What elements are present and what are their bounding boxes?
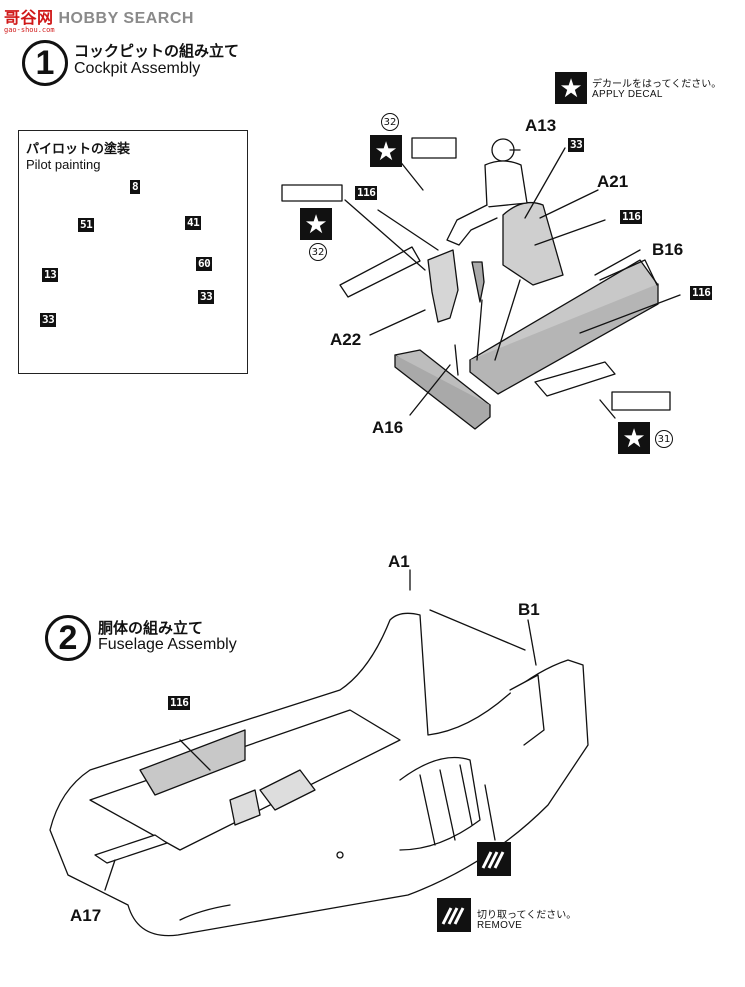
instrument-panel (427, 249, 459, 323)
fuselage-drawing (49, 612, 589, 937)
paint-code-badge: 8 (130, 180, 141, 194)
pilot-painting-box (18, 130, 248, 374)
decal-star-icon: ★ (618, 422, 650, 454)
remove-legend-en: REMOVE (477, 920, 523, 931)
part-label-b1: B1 (518, 600, 540, 619)
part-label-a16: A16 (372, 418, 404, 437)
part-label-a22: A22 (330, 330, 362, 349)
pilot-box-title-jp: パイロットの塗装 (26, 142, 131, 157)
decal-star-icon: ★ (555, 72, 587, 104)
step-number-2: 2 (45, 615, 91, 661)
decal-ref-32: 32 (309, 243, 327, 261)
watermark-mark: 哥谷网 (4, 10, 54, 27)
seated-pilot (446, 138, 528, 246)
decal-legend-jp: デカールをはってください。 (592, 79, 722, 90)
decal-ref-32: 32 (381, 113, 399, 131)
cockpit-tub (394, 259, 659, 430)
decal-panel-32 (339, 246, 421, 298)
step1-title-en: Cockpit Assembly (74, 60, 201, 77)
paint-code-badge: 116 (690, 286, 713, 300)
paint-code-badge: 51 (78, 218, 95, 232)
part-label-a1: A1 (388, 552, 410, 571)
step-number-1: 1 (22, 40, 68, 86)
decal-sheet-2 (281, 184, 343, 202)
remove-cut-icon (477, 842, 511, 876)
watermark-brand: HOBBY SEARCH (58, 10, 194, 27)
paint-code-badge: 41 (185, 216, 202, 230)
paint-code-badge: 116 (355, 186, 378, 200)
part-label-a21: A21 (597, 172, 629, 191)
part-label-a17: A17 (70, 906, 102, 925)
step1-title-jp: コックピットの組み立て (74, 42, 240, 60)
part-a17 (94, 834, 168, 864)
remove-cut-icon (437, 898, 471, 932)
paint-code-badge: 60 (196, 257, 213, 271)
decal-star-icon: ★ (300, 208, 332, 240)
step2-title-jp: 胴体の組み立て (98, 619, 204, 637)
decal-star-icon: ★ (370, 135, 402, 167)
seat (502, 201, 564, 286)
decal-legend-en: APPLY DECAL (592, 89, 663, 100)
step2-title-en: Fuselage Assembly (98, 636, 237, 653)
decal-sheet-1 (411, 137, 457, 159)
control-stick (471, 261, 485, 303)
watermark-url: gao-shou.com (4, 26, 55, 34)
pilot-box-title-en: Pilot painting (26, 157, 101, 172)
paint-code-badge: 33 (568, 138, 585, 152)
paint-code-badge: 13 (42, 268, 59, 282)
paint-code-badge: 33 (198, 290, 215, 304)
paint-area-116 (139, 729, 246, 796)
paint-code-badge: 33 (40, 313, 57, 327)
part-label-b16: B16 (652, 240, 684, 259)
remove-legend-jp: 切り取ってください。 (477, 910, 577, 921)
decal-ref-31: 31 (655, 430, 673, 448)
paint-code-badge: 116 (620, 210, 643, 224)
paint-code-badge: 116 (168, 696, 191, 710)
watermark-logo: 哥谷网 HOBBY SEARCH (4, 4, 194, 28)
decal-panel-31 (534, 361, 616, 397)
part-label-a13: A13 (525, 116, 557, 135)
